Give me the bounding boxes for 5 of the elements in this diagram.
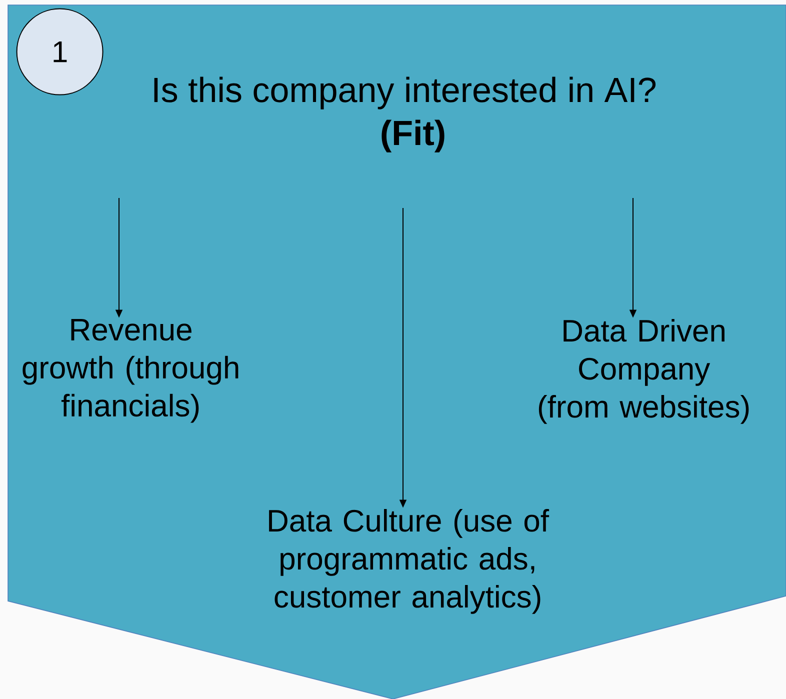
heading: (Fit) — [382, 120, 444, 152]
heading: Is this company interested in AI? — [154, 76, 656, 110]
criterion-text: Revenue growth (through financials) — [22, 319, 238, 423]
criterion-text: Data Culture (use of programmatic ads, customer analytics) — [269, 509, 550, 614]
criterion-text: Data Driven Company (from websites) — [538, 319, 749, 424]
